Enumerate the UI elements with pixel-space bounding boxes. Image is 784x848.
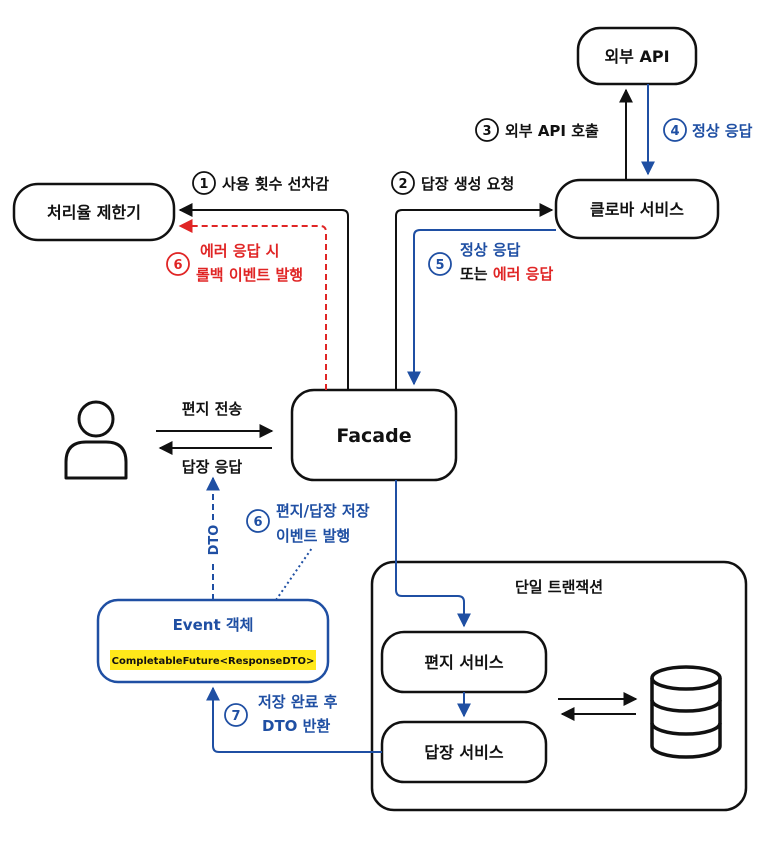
- step-3-label: 3 외부 API 호출: [475, 118, 599, 142]
- event-type-highlight: [110, 650, 316, 670]
- arrow-clova-to-facade: [407, 229, 556, 386]
- step-6-rollback-line2: 롤백 이벤트 발행: [196, 266, 303, 284]
- svg-text:4: 4: [670, 124, 679, 139]
- step-5-label: 5 정상 응답 또는 에러 응답: [428, 241, 553, 283]
- step-6-rollback-badge: [166, 252, 190, 276]
- step-1-badge: [192, 171, 216, 195]
- step-7-line2: DTO 반환: [262, 717, 330, 735]
- step-6-rollback-label: 6 에러 응답 시 롤백 이벤트 발행: [166, 242, 303, 284]
- event-object-node: Event 객체 CompletableFuture<ResponseDTO>: [96, 598, 330, 684]
- arrow-rollback-event: [178, 219, 327, 390]
- letter-service-node: 편지 서비스: [380, 630, 548, 694]
- facade-label: Facade: [336, 425, 411, 447]
- step-4-text: 정상 응답: [692, 122, 753, 140]
- svg-text:5: 5: [435, 258, 444, 273]
- step-6-event-line2: 이벤트 발행: [276, 527, 350, 545]
- step-4-label: 4 정상 응답: [663, 118, 753, 142]
- svg-text:6: 6: [173, 258, 182, 273]
- step-6-event-badge: [246, 509, 270, 533]
- step-3-badge: [475, 118, 499, 142]
- svg-text:3: 3: [482, 124, 491, 139]
- step-7-line1: 저장 완료 후: [258, 693, 338, 711]
- svg-text:1: 1: [199, 177, 208, 192]
- clova-service-node: 클로바 서비스: [554, 178, 720, 240]
- step-1-label: 1 사용 횟수 선차감: [192, 171, 329, 195]
- send-letter-label: 편지 전송: [182, 400, 243, 418]
- transaction-title: 단일 트랜잭션: [515, 578, 603, 596]
- step-6-event-label: 6 편지/답장 저장 이벤트 발행: [246, 502, 370, 545]
- step-6-rollback-line1: 에러 응답 시: [200, 242, 279, 260]
- step-7-badge: [224, 703, 248, 727]
- step-5-line2: 또는 에러 응답: [460, 265, 553, 283]
- reply-service-label: 답장 서비스: [424, 743, 503, 762]
- step-7-label: 7 저장 완료 후 DTO 반환: [224, 693, 338, 735]
- reply-service-node: 답장 서비스: [380, 720, 548, 784]
- arrow-facade-to-rate-limiter: [178, 203, 349, 390]
- arrow-facade-to-transaction: [395, 480, 471, 628]
- step-2-badge: [391, 171, 415, 195]
- event-object-label: Event 객체: [173, 616, 254, 634]
- external-api-label: 외부 API: [604, 47, 669, 66]
- step-5-badge: [428, 252, 452, 276]
- svg-text:6: 6: [253, 515, 262, 530]
- rate-limiter-node: 처리율 제한기: [12, 182, 176, 242]
- step-6-event-line1: 편지/답장 저장: [276, 502, 370, 520]
- reply-response-label: 답장 응답: [182, 458, 243, 476]
- facade-node: Facade: [290, 388, 458, 482]
- letter-service-label: 편지 서비스: [424, 653, 503, 672]
- event-type-label: CompletableFuture<ResponseDTO>: [112, 656, 315, 667]
- user-icon: [64, 400, 128, 480]
- rate-limiter-label: 처리율 제한기: [47, 203, 141, 222]
- dto-label-group: DTO: [204, 520, 222, 560]
- dto-label: DTO: [207, 525, 222, 556]
- step-4-badge: [663, 118, 687, 142]
- arrow-reply-to-event: [206, 686, 382, 753]
- clova-service-label: 클로바 서비스: [590, 200, 684, 219]
- step-2-text: 답장 생성 요청: [421, 175, 514, 193]
- event-callout-line: [275, 547, 313, 601]
- step-1-text: 사용 횟수 선차감: [222, 175, 329, 193]
- external-api-node: 외부 API: [576, 26, 698, 86]
- svg-text:2: 2: [398, 177, 407, 192]
- step-3-text: 외부 API 호출: [505, 122, 599, 140]
- svg-text:7: 7: [231, 709, 240, 724]
- step-2-label: 2 답장 생성 요청: [391, 171, 514, 195]
- arrow-facade-to-clova: [395, 203, 554, 390]
- step-5-line1: 정상 응답: [460, 241, 521, 259]
- database-icon: [650, 665, 722, 759]
